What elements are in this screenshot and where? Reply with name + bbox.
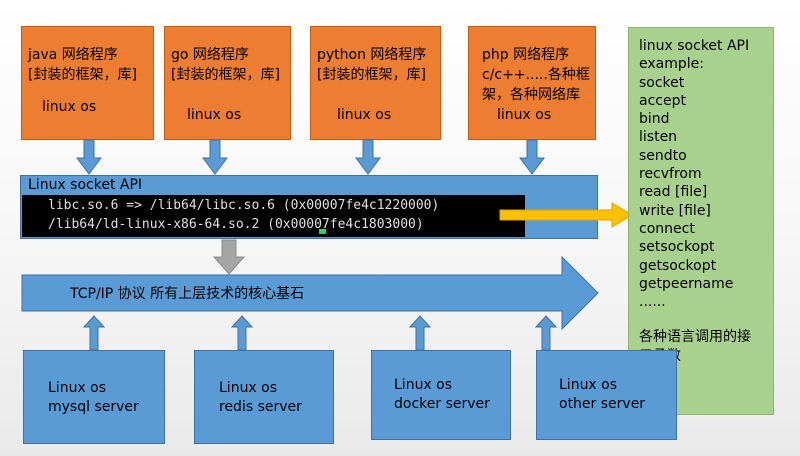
python-down-arrow [355, 139, 381, 175]
java-program-box: java 网络程序 [封装的框架，库] linux os [21, 26, 154, 140]
tcpip-label: TCP/IP 协议 所有上层技术的核心基石 [70, 286, 305, 302]
api-to-tcpip-arrow [212, 239, 246, 275]
terminal-cursor [319, 229, 326, 234]
api-item: read [file] [639, 184, 708, 201]
api-item: example: [639, 56, 704, 73]
go-os-label: linux os [187, 107, 242, 123]
api-item: sendto [639, 147, 687, 164]
terminal-to-api-list-arrow [499, 202, 633, 228]
other-os-label: Linux os [559, 377, 618, 393]
docker-os-label: Linux os [394, 377, 453, 393]
mysql-os-label: Linux os [48, 380, 107, 396]
php-down-arrow [519, 139, 545, 175]
java-down-arrow [76, 139, 102, 175]
python-os-label: linux os [337, 107, 392, 123]
php-os-label: linux os [497, 107, 552, 123]
api-item: write [file] [639, 202, 711, 219]
redis-server-label: redis server [219, 399, 302, 415]
other-server-label: other server [559, 396, 646, 412]
api-item: getsockopt [639, 257, 717, 274]
php-program-label: php 网络程序 c/c++.....各种框 架，各种网络库 [482, 47, 590, 103]
go-program-label: go 网络程序 [封装的框架，库] [171, 47, 280, 83]
terminal-line-2: /lib64/ld-linux-x86-64.so.2 (0x00007fe4c… [48, 217, 424, 232]
redis-server-box: Linux os redis server [194, 350, 334, 444]
api-item: connect [639, 220, 695, 237]
go-down-arrow [202, 139, 228, 175]
other-up-arrow [534, 315, 558, 351]
mysql-up-arrow [82, 315, 106, 351]
php-program-box: php 网络程序 c/c++.....各种框 架，各种网络库 linux os [468, 26, 596, 140]
python-program-label: python 网络程序 [封装的框架，库] [317, 47, 427, 83]
api-list-title: linux socket API [639, 38, 750, 54]
api-item: ...... [639, 294, 666, 311]
mysql-server-label: mysql server [48, 399, 139, 415]
api-item: listen [639, 129, 678, 146]
other-server-box: Linux os other server [536, 350, 677, 440]
docker-server-label: docker server [394, 396, 490, 412]
api-item: socket [639, 74, 685, 91]
docker-up-arrow [408, 315, 432, 351]
api-item: recvfrom [639, 166, 702, 183]
terminal-snippet: libc.so.6 => /lib64/libc.so.6 (0x00007fe… [22, 195, 525, 237]
tcpip-arrow [21, 255, 599, 331]
mysql-server-box: Linux os mysql server [23, 350, 165, 444]
api-item: getpeername [639, 275, 734, 292]
api-item: setsockopt [639, 239, 715, 256]
terminal-line-1: libc.so.6 => /lib64/libc.so.6 (0x00007fe… [48, 198, 440, 213]
socket-api-label: Linux socket API [28, 177, 143, 193]
java-program-label: java 网络程序 [封装的框架，库] [28, 47, 137, 83]
go-program-box: go 网络程序 [封装的框架，库] linux os [164, 26, 291, 140]
python-program-box: python 网络程序 [封装的框架，库] linux os [310, 26, 441, 140]
redis-up-arrow [230, 315, 254, 351]
java-os-label: linux os [42, 99, 97, 115]
docker-server-box: Linux os docker server [371, 350, 511, 440]
redis-os-label: Linux os [219, 380, 278, 396]
api-item: accept [639, 92, 686, 109]
api-item: bind [639, 111, 670, 128]
